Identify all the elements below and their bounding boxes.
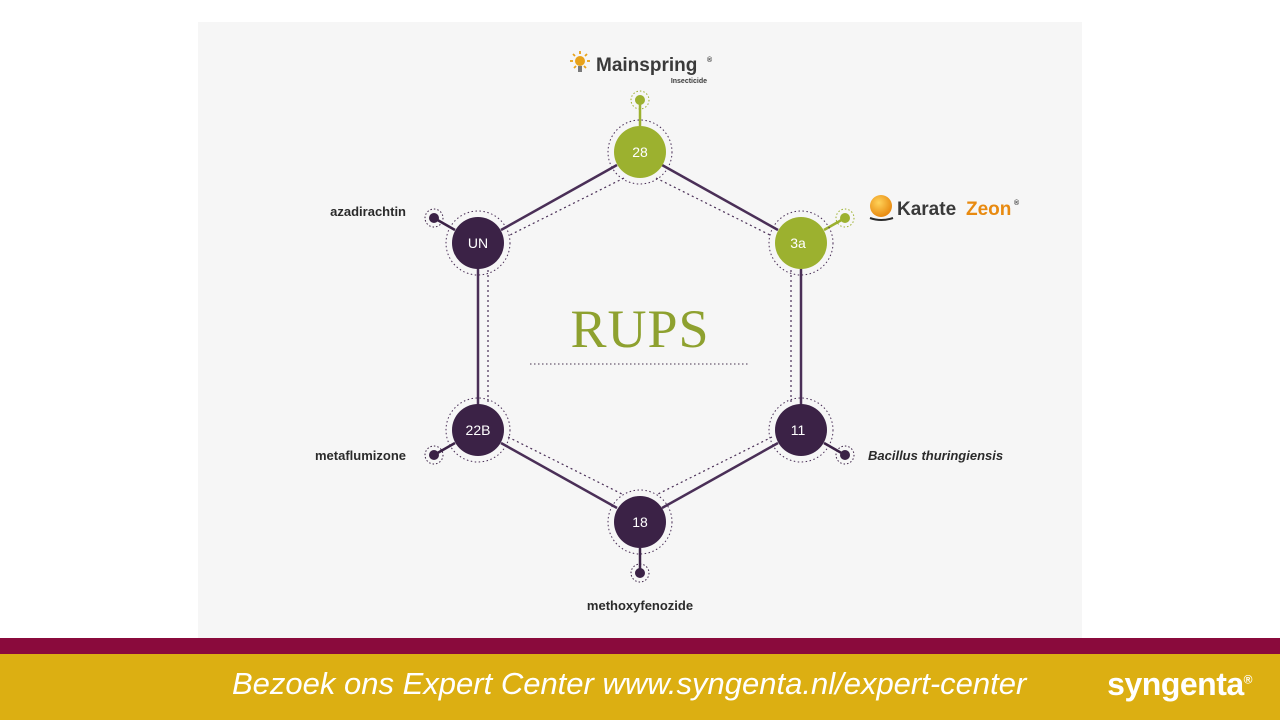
dotted-edge <box>507 177 625 237</box>
mainspring-sub: Insecticide <box>671 78 707 85</box>
terminal-dot-22b <box>424 445 444 465</box>
brand-reg: ® <box>1243 672 1253 687</box>
terminal-dot-11 <box>835 445 855 465</box>
node-code: 3a <box>790 235 806 251</box>
karate-ball-icon <box>870 195 892 217</box>
terminal-dot-18 <box>630 563 650 583</box>
expert-center-banner: Bezoek ons Expert Center www.syngenta.nl… <box>232 666 1027 701</box>
drug-label-azadirachtin: azadirachtin <box>330 204 406 219</box>
node-22b: 22B <box>445 397 511 463</box>
zeon-name: Zeon <box>966 199 1011 220</box>
edge-22b-18 <box>500 441 618 510</box>
dotted-edge <box>655 177 773 237</box>
edge-28-3a <box>661 163 779 232</box>
brand-name: syngenta <box>1107 666 1244 702</box>
node-code: 18 <box>632 514 648 530</box>
node-code: UN <box>468 235 488 251</box>
node-code: 22B <box>466 422 491 438</box>
sun-icon <box>570 51 590 72</box>
mainspring-name: Mainspring <box>596 55 697 76</box>
terminal-dot-3a <box>835 208 855 228</box>
node-11: 11 <box>768 397 834 463</box>
edge-11-18 <box>661 441 779 510</box>
terminal-dot-un <box>424 208 444 228</box>
dotted-edge <box>507 436 625 496</box>
drug-label-metaflumizone: metaflumizone <box>315 448 406 463</box>
node-18: 18 <box>607 489 673 555</box>
mainspring-logo: Mainspring ® Insecticide <box>570 51 713 85</box>
drug-label-bacillus-thuringiensis: Bacillus thuringiensis <box>868 448 1003 463</box>
dotted-edge <box>655 436 773 496</box>
node-un: UN <box>445 210 511 276</box>
mainspring-reg: ® <box>707 56 713 64</box>
node-3a: 3a <box>768 210 834 276</box>
footer-stripe <box>0 638 1280 654</box>
diagram-title: RUPS <box>570 299 709 359</box>
node-code: 28 <box>632 144 648 160</box>
drug-label-methoxyfenozide: methoxyfenozide <box>587 598 693 613</box>
edge-28-un <box>500 163 618 232</box>
syngenta-logo: syngenta® <box>1107 666 1252 703</box>
terminal-dot-28 <box>630 90 650 110</box>
node-28: 28 <box>607 119 673 185</box>
karate-zeon-logo: Karate Zeon ® <box>869 195 1020 221</box>
rups-hexagon-diagram: 28 3a 11 18 22B UN RUPS azadirachtin met… <box>315 51 1020 613</box>
footer-bar: Bezoek ons Expert Center www.syngenta.nl… <box>0 654 1280 720</box>
karate-name: Karate <box>897 199 956 220</box>
karate-reg: ® <box>1014 199 1020 207</box>
node-code: 11 <box>791 422 806 438</box>
